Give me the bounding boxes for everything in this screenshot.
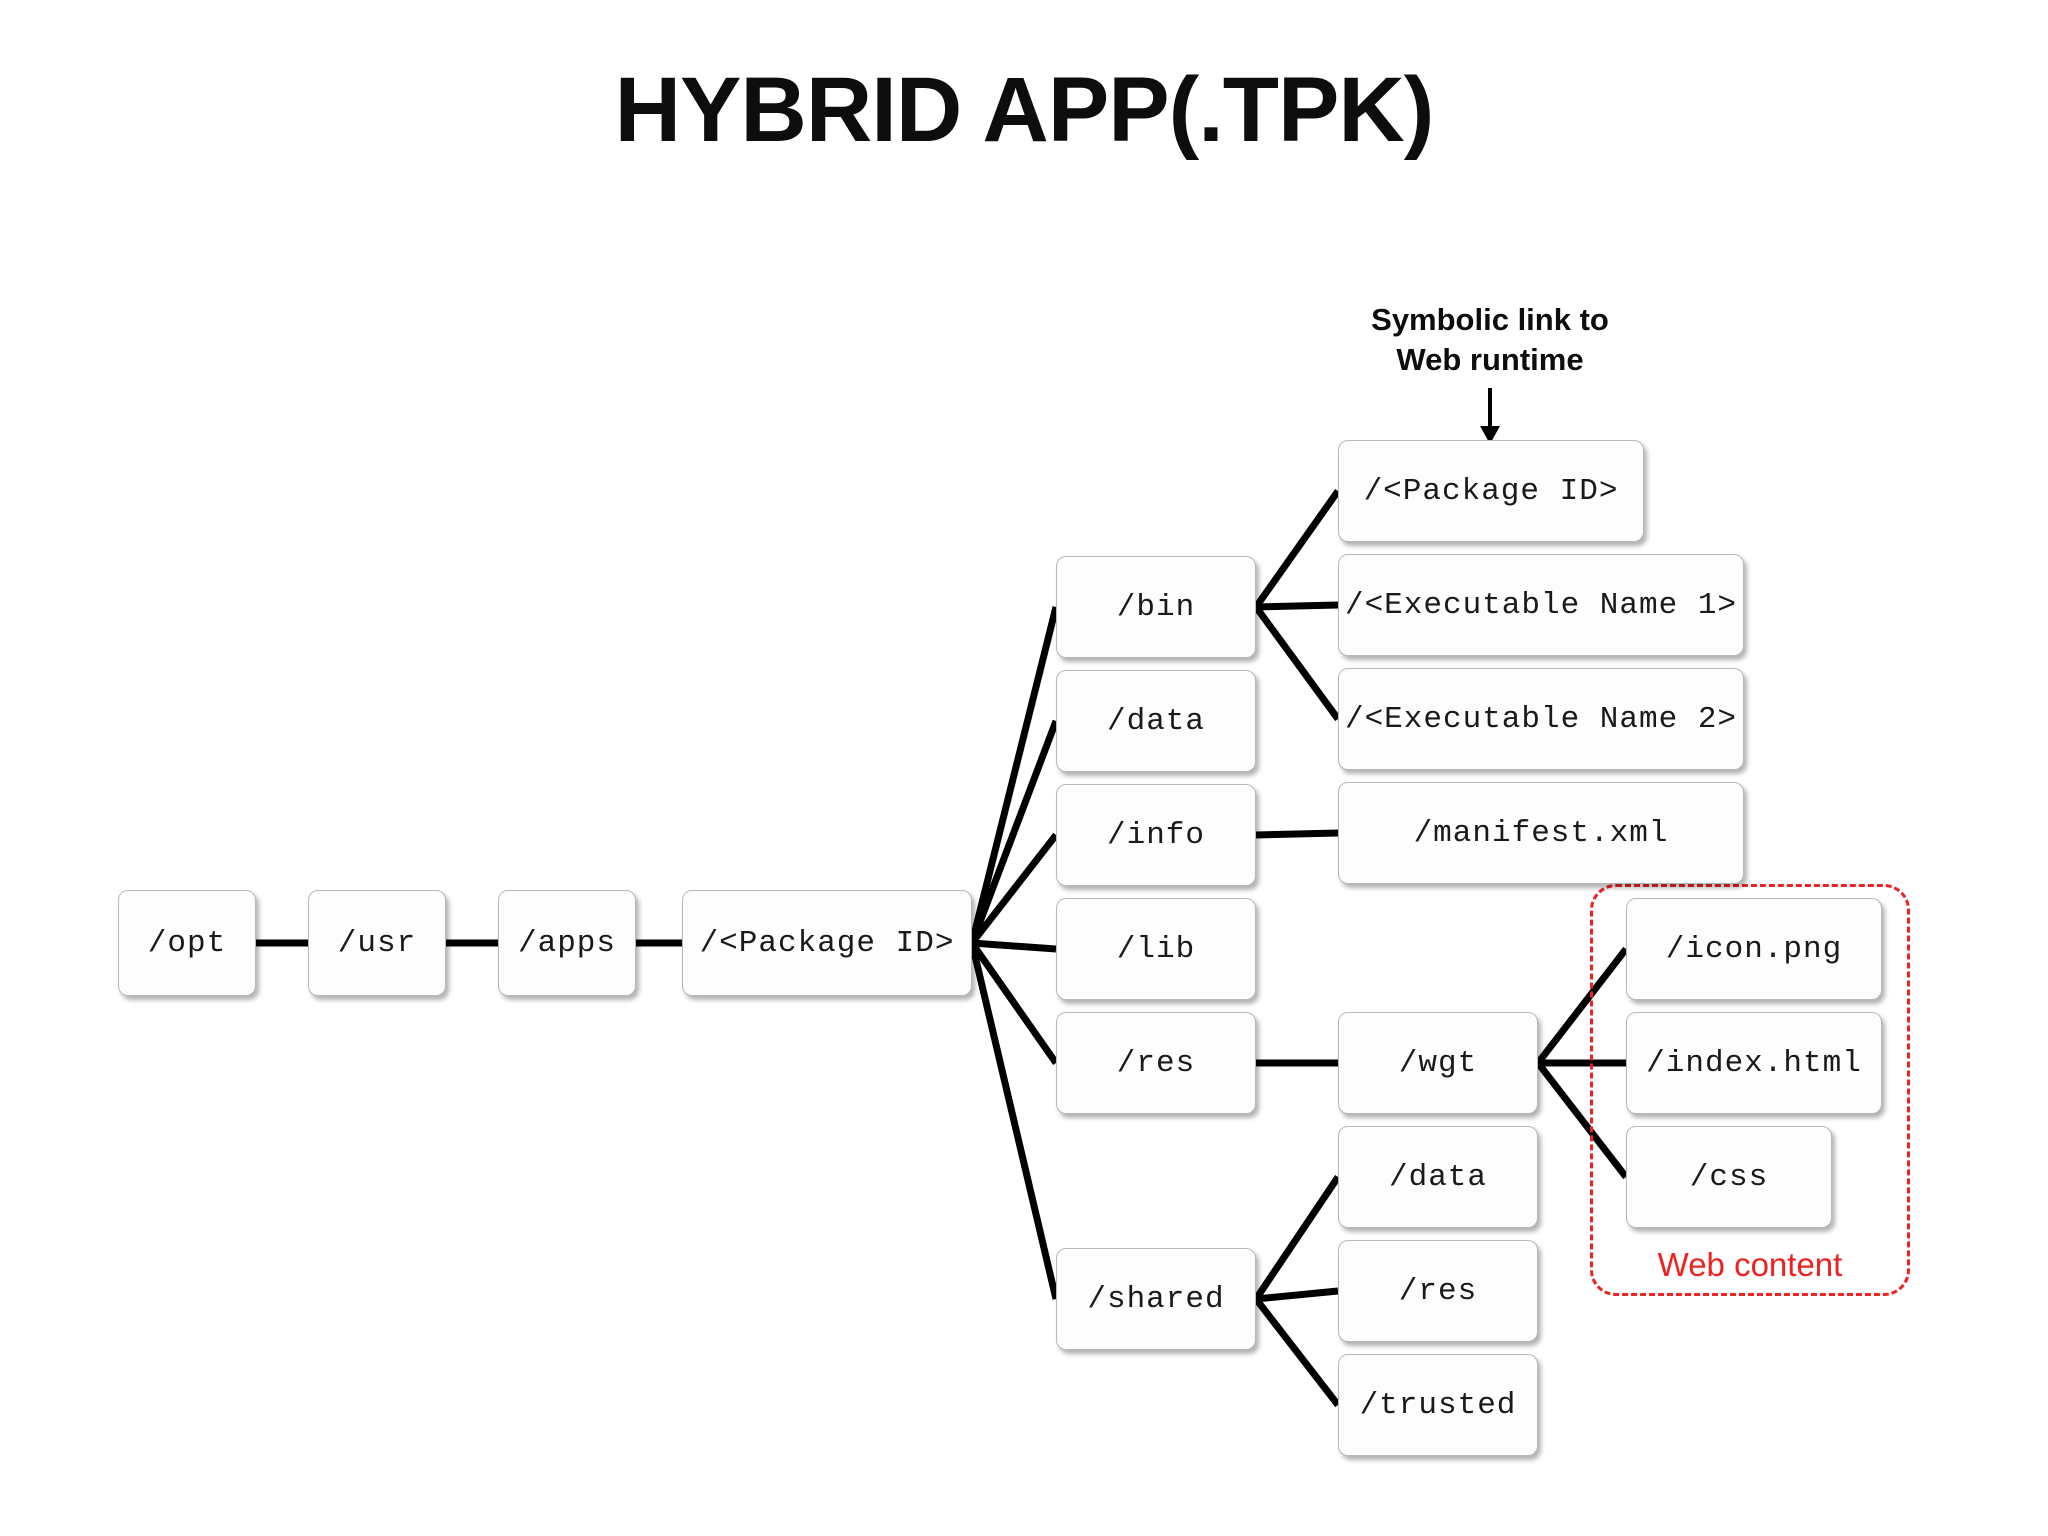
web-content-group-label: Web content bbox=[1657, 1246, 1843, 1283]
edge-pkgid-to-info bbox=[969, 832, 1059, 946]
node-shared[interactable]: /shared bbox=[1056, 1248, 1256, 1350]
node-label: /wgt bbox=[1398, 1045, 1478, 1081]
edge-bin-to-binpkg bbox=[1253, 488, 1341, 610]
node-label: /opt bbox=[147, 925, 227, 961]
node-sdata[interactable]: /data bbox=[1338, 1126, 1538, 1228]
node-label: /<Executable Name 2> bbox=[1344, 701, 1738, 737]
symbolic-link-annotation: Symbolic link to Web runtime bbox=[1371, 302, 1609, 377]
page-title: HYBRID APP(.TPK) bbox=[614, 59, 1435, 161]
node-label: /<Package ID> bbox=[699, 925, 955, 961]
node-label: /trusted bbox=[1359, 1387, 1517, 1423]
node-css[interactable]: /css bbox=[1626, 1126, 1832, 1228]
node-binpkg[interactable]: /<Package ID> bbox=[1338, 440, 1644, 542]
node-exec2[interactable]: /<Executable Name 2> bbox=[1338, 668, 1744, 770]
node-label: /<Executable Name 1> bbox=[1344, 587, 1738, 623]
down-arrow-icon bbox=[1480, 388, 1500, 444]
node-bin[interactable]: /bin bbox=[1056, 556, 1256, 658]
node-index[interactable]: /index.html bbox=[1626, 1012, 1882, 1114]
node-label: /usr bbox=[337, 925, 417, 961]
edge-bin-to-exec1 bbox=[1255, 601, 1339, 611]
edge-shared-to-strusted bbox=[1253, 1296, 1341, 1408]
edge-info-to-manifest bbox=[1255, 829, 1339, 839]
node-label: /bin bbox=[1116, 589, 1196, 625]
node-label: /manifest.xml bbox=[1413, 815, 1669, 851]
node-label: /apps bbox=[517, 925, 616, 961]
node-label: /res bbox=[1398, 1273, 1478, 1309]
node-label: /css bbox=[1689, 1159, 1769, 1195]
node-manifest[interactable]: /manifest.xml bbox=[1338, 782, 1744, 884]
edge-pkgid-to-shared bbox=[968, 942, 1060, 1300]
edge-shared-to-sdata bbox=[1253, 1175, 1341, 1301]
node-data[interactable]: /data bbox=[1056, 670, 1256, 772]
web-content-group-box bbox=[1590, 884, 1910, 1296]
edge-shared-to-sres bbox=[1255, 1287, 1339, 1303]
node-info[interactable]: /info bbox=[1056, 784, 1256, 886]
node-label: /icon.png bbox=[1665, 931, 1843, 967]
node-label: /data bbox=[1106, 703, 1205, 739]
node-label: /<Package ID> bbox=[1363, 473, 1619, 509]
node-apps[interactable]: /apps bbox=[498, 890, 636, 996]
node-res[interactable]: /res bbox=[1056, 1012, 1256, 1114]
edge-pkgid-to-bin bbox=[968, 606, 1060, 944]
edge-pkgid-to-data bbox=[968, 719, 1060, 945]
node-pkgid[interactable]: /<Package ID> bbox=[682, 890, 972, 996]
node-label: /shared bbox=[1087, 1281, 1225, 1317]
edge-bin-to-exec2 bbox=[1253, 604, 1341, 722]
node-strusted[interactable]: /trusted bbox=[1338, 1354, 1538, 1456]
node-label: /index.html bbox=[1646, 1045, 1862, 1081]
node-wgt[interactable]: /wgt bbox=[1338, 1012, 1538, 1114]
edge-pkgid-to-res bbox=[969, 940, 1059, 1066]
node-opt[interactable]: /opt bbox=[118, 890, 256, 996]
node-usr[interactable]: /usr bbox=[308, 890, 446, 996]
node-exec1[interactable]: /<Executable Name 1> bbox=[1338, 554, 1744, 656]
edge-pkgid-to-lib bbox=[971, 939, 1057, 953]
node-label: /lib bbox=[1116, 931, 1196, 967]
node-label: /data bbox=[1388, 1159, 1487, 1195]
node-sres[interactable]: /res bbox=[1338, 1240, 1538, 1342]
node-lib[interactable]: /lib bbox=[1056, 898, 1256, 1000]
node-label: /info bbox=[1106, 817, 1205, 853]
node-icon[interactable]: /icon.png bbox=[1626, 898, 1882, 1000]
node-label: /res bbox=[1116, 1045, 1196, 1081]
